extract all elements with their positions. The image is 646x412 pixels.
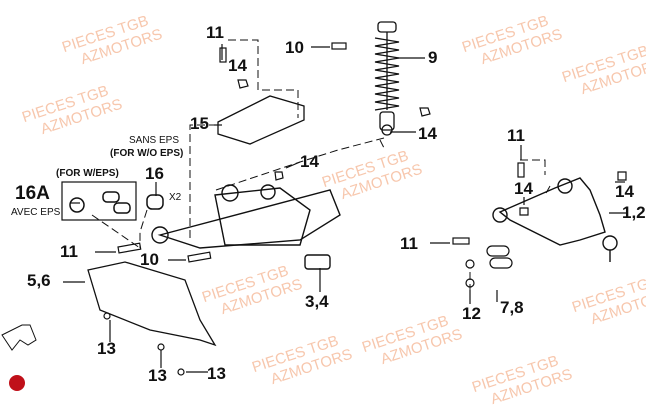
leader-lines — [63, 44, 628, 373]
note-for-wo-eps: (FOR W/O EPS) — [110, 148, 184, 159]
lower-control-arm-left — [151, 184, 341, 270]
dashed-guides — [91, 39, 551, 300]
part-label-13: 13 — [207, 364, 226, 383]
bracket-part — [217, 95, 305, 145]
part-label-13: 13 — [97, 339, 116, 358]
part-label-9: 9 — [428, 48, 438, 67]
arrow-icon — [1, 324, 37, 351]
part-label-11: 11 — [60, 242, 78, 261]
shock-absorber — [374, 21, 400, 136]
part-label-11: 11 — [400, 234, 418, 253]
part-label-11: 11 — [507, 126, 525, 145]
bushing-16 — [146, 194, 164, 210]
upper-control-arm-right — [492, 177, 618, 262]
part-label-11: 11 — [206, 23, 224, 42]
part-label-13: 13 — [148, 366, 167, 385]
note-x2: X2 — [169, 192, 182, 203]
part-label-14: 14 — [300, 152, 319, 171]
note-avec-eps: AVEC EPS — [11, 207, 61, 218]
clips — [486, 245, 513, 269]
part-label-3-4: 3,4 — [305, 292, 329, 311]
part-label-16a: 16A — [15, 183, 50, 204]
skid-plate — [87, 261, 217, 347]
parts-diagram — [1, 21, 628, 391]
part-label-12: 12 — [462, 304, 481, 323]
part-label-5-6: 5,6 — [27, 271, 51, 290]
part-label-16: 16 — [145, 164, 164, 183]
part-label-14: 14 — [615, 182, 634, 201]
part-label-14: 14 — [228, 56, 247, 75]
part-label-1-2: 1,2 — [622, 203, 646, 222]
part-label-10: 10 — [140, 250, 159, 269]
part-label-14: 14 — [514, 179, 533, 198]
note-for-w-eps: (FOR W/EPS) — [56, 168, 119, 179]
bolts — [103, 42, 627, 376]
brand-logo — [9, 375, 25, 391]
part-label-15: 15 — [190, 114, 209, 133]
eps-bushing-box — [61, 181, 137, 221]
part-label-14: 14 — [418, 124, 437, 143]
part-label-10: 10 — [285, 38, 304, 57]
part-label-7-8: 7,8 — [500, 298, 524, 317]
note-sans-eps: SANS EPS — [129, 135, 180, 146]
